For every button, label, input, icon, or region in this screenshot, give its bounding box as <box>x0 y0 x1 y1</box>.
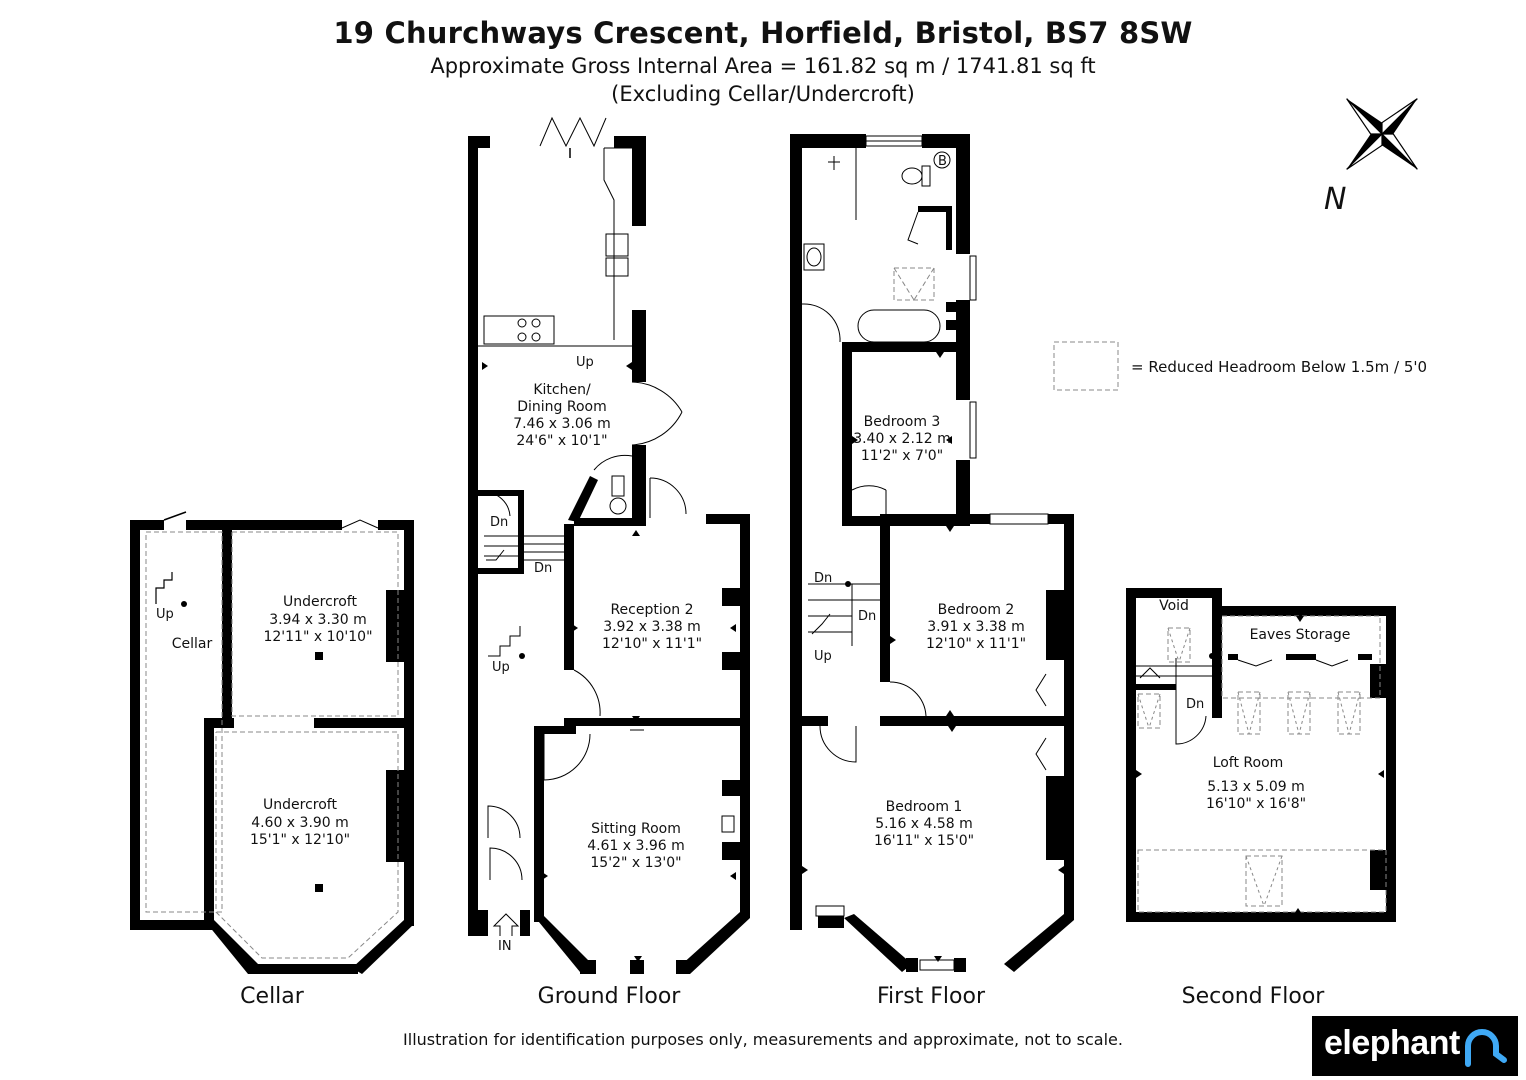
first-up-label: Up <box>814 649 832 664</box>
bedroom-1-name: Bedroom 1 <box>886 799 963 815</box>
loft-room-name: Loft Room <box>1213 755 1284 771</box>
reduced-headroom-legend-box <box>1053 341 1119 391</box>
entrance-label: IN <box>498 939 512 954</box>
ground-down-label-1: Dn <box>490 515 508 530</box>
kitchen-name-2: Dining Room <box>517 399 607 415</box>
undercroft-2-imperial: 15'1" x 12'10" <box>250 832 350 848</box>
bedroom-3-metric: 3.40 x 2.12 m <box>853 431 951 447</box>
bedroom-2-imperial: 12'10" x 11'1" <box>926 636 1026 652</box>
undercroft-2-metric: 4.60 x 3.90 m <box>251 815 349 831</box>
second-down-label: Dn <box>1186 697 1204 712</box>
bedroom-2-name: Bedroom 2 <box>938 602 1015 618</box>
loft-room-metric: 5.13 x 5.09 m <box>1207 779 1305 795</box>
kitchen-name-1: Kitchen/ <box>533 382 591 398</box>
ground-floor-plan <box>468 116 750 974</box>
kitchen-imperial: 24'6" x 10'1" <box>516 433 607 449</box>
disclaimer-text: Illustration for identification purposes… <box>403 1030 1123 1049</box>
kitchen-up-label: Up <box>576 355 594 370</box>
kitchen-metric: 7.46 x 3.06 m <box>513 416 611 432</box>
boiler-label: B <box>938 154 947 169</box>
compass-rose <box>1346 98 1418 170</box>
floor-label-second: Second Floor <box>1181 984 1325 1009</box>
property-address-title: 19 Churchways Crescent, Horfield, Bristo… <box>333 16 1193 50</box>
reduced-headroom-legend-text: = Reduced Headroom Below 1.5m / 5'0 <box>1131 358 1428 376</box>
gross-internal-area: Approximate Gross Internal Area = 161.82… <box>430 54 1096 78</box>
elephant-trunk-icon <box>1465 1029 1507 1067</box>
bedroom-1-imperial: 16'11" x 15'0" <box>874 833 974 849</box>
sitting-room-name: Sitting Room <box>591 821 681 837</box>
bedroom-2-metric: 3.91 x 3.38 m <box>927 619 1025 635</box>
undercroft-1-imperial: 12'11" x 10'10" <box>263 629 372 645</box>
undercroft-1-metric: 3.94 x 3.30 m <box>269 612 367 628</box>
cellar-room-label: Cellar <box>172 636 213 652</box>
bedroom-1-metric: 5.16 x 4.58 m <box>875 816 973 832</box>
first-floor-plan <box>790 134 1074 972</box>
floor-label-first: First Floor <box>876 984 986 1009</box>
north-indicator: N <box>1324 182 1347 217</box>
reception-2-name: Reception 2 <box>610 602 693 618</box>
cellar-plan <box>130 511 414 974</box>
second-floor-plan <box>1126 588 1396 922</box>
reception-2-metric: 3.92 x 3.38 m <box>603 619 701 635</box>
cellar-up-label: Up <box>156 607 174 622</box>
void-label: Void <box>1159 598 1189 614</box>
loft-room-imperial: 16'10" x 16'8" <box>1206 796 1306 812</box>
elephant-logo: elephant <box>1312 1016 1518 1076</box>
eaves-storage-label: Eaves Storage <box>1250 627 1351 643</box>
first-down-label-1: Dn <box>814 571 832 586</box>
reception-2-imperial: 12'10" x 11'1" <box>602 636 702 652</box>
first-down-label-2: Dn <box>858 609 876 624</box>
undercroft-1-name: Undercroft <box>283 594 357 610</box>
sitting-room-imperial: 15'2" x 13'0" <box>590 855 681 871</box>
undercroft-2-name: Undercroft <box>263 797 337 813</box>
floor-label-cellar: Cellar <box>240 984 304 1009</box>
bedroom-3-name: Bedroom 3 <box>864 414 941 430</box>
brand-name: elephant <box>1324 1024 1460 1062</box>
ground-up-label: Up <box>492 660 510 675</box>
floor-label-ground: Ground Floor <box>537 984 681 1009</box>
ground-down-label-2: Dn <box>534 561 552 576</box>
sitting-room-metric: 4.61 x 3.96 m <box>587 838 685 854</box>
area-exclusion-note: (Excluding Cellar/Undercroft) <box>611 82 915 106</box>
bedroom-3-imperial: 11'2" x 7'0" <box>861 448 943 464</box>
